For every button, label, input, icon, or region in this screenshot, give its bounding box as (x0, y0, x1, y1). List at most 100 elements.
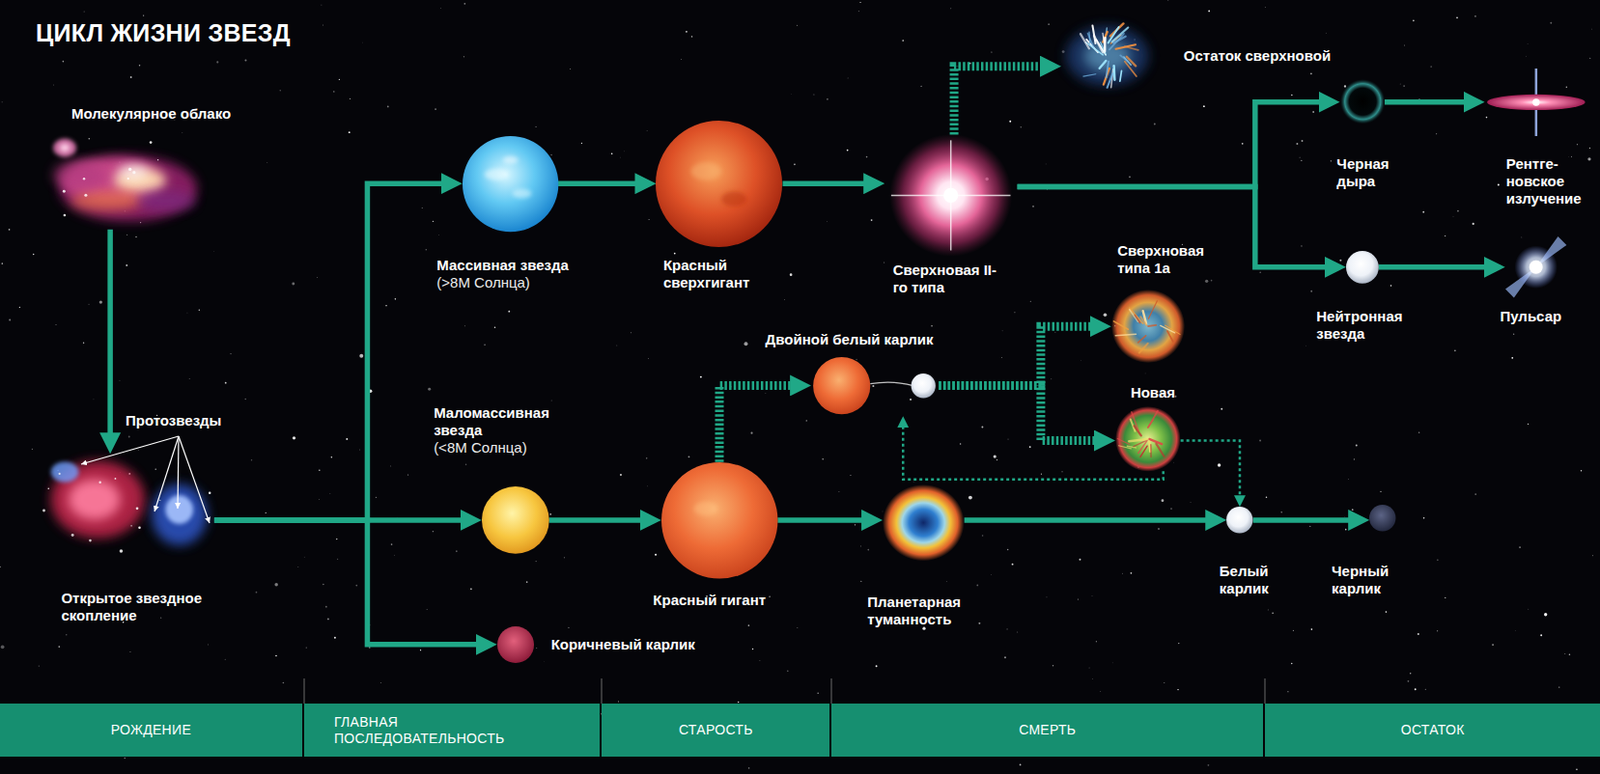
caption: Остаток сверхновой (1183, 47, 1331, 65)
background-star (0, 566, 1, 568)
caption: Новая (1130, 384, 1176, 402)
illustration-part (208, 492, 212, 496)
background-star (244, 58, 247, 61)
illustration-part (1092, 26, 1095, 45)
illustration-part (1117, 438, 1130, 445)
caption: Сверхновая II-го типа (893, 261, 1006, 297)
background-star (976, 585, 979, 588)
background-star (1444, 597, 1446, 599)
background-star (1006, 628, 1009, 631)
background-star (421, 207, 423, 210)
background-star (1409, 673, 1412, 675)
background-star (439, 6, 442, 9)
background-star (1300, 160, 1302, 162)
background-star (1189, 502, 1192, 505)
background-star (0, 262, 3, 265)
object-illustration (655, 120, 783, 248)
background-star (282, 682, 285, 685)
background-star (1001, 330, 1004, 333)
background-star (266, 162, 269, 165)
background-star (1091, 594, 1094, 597)
background-star (455, 551, 457, 553)
background-star (8, 319, 11, 322)
background-star (645, 457, 647, 459)
caption: СМЕРТЬ (831, 703, 1264, 758)
background-star (550, 154, 552, 156)
background-star (1520, 236, 1523, 239)
background-star (1220, 408, 1223, 411)
xray-node: Рентге- новское излучение (1485, 66, 1588, 139)
background-star (188, 378, 191, 381)
background-star (1527, 423, 1529, 425)
object-illustration (462, 136, 559, 232)
background-star (883, 261, 885, 263)
caption: СТАРОСТЬ (601, 703, 830, 758)
background-star (331, 456, 334, 459)
background-star (322, 24, 325, 27)
illustration-part (71, 533, 75, 537)
caption: Открытое звездное скопление (60, 589, 251, 625)
background-star (981, 425, 983, 428)
illustration-part (83, 177, 85, 180)
background-star (470, 588, 473, 590)
background-star (950, 7, 953, 10)
background-star (1301, 140, 1304, 142)
illustration-part (502, 155, 518, 164)
cloud-node: Молекулярное облако (38, 127, 202, 230)
background-star (1403, 44, 1406, 47)
stage-label: СТАРОСТЬ (678, 722, 754, 739)
background-star (1111, 662, 1114, 665)
object-illustration (1340, 79, 1385, 124)
background-star (1291, 94, 1292, 96)
background-star (336, 538, 337, 540)
background-star (123, 757, 126, 760)
background-star (432, 531, 434, 533)
background-star (1019, 764, 1022, 767)
stage-band: РОЖДЕНИЕ (0, 703, 303, 758)
background-star (789, 93, 792, 96)
background-star (425, 249, 427, 251)
background-star (135, 236, 137, 238)
illustration-part (155, 469, 157, 471)
background-star (1425, 689, 1427, 691)
stage-band: СТАРОСТЬ (601, 703, 830, 758)
illustration-part (149, 140, 153, 144)
background-star (688, 455, 691, 458)
caption: Нейтронная звезда (1316, 308, 1419, 343)
background-star (32, 253, 34, 255)
diagram-title: ЦИКЛ ЖИЗНИ ЗВЕЗД (35, 19, 291, 48)
background-star (563, 557, 565, 559)
stage-band: СМЕРТЬ (831, 703, 1264, 758)
background-star (336, 559, 338, 561)
background-star (1543, 613, 1547, 617)
background-star (206, 644, 209, 646)
background-star (265, 512, 267, 514)
background-star (1029, 446, 1032, 449)
background-star (1592, 555, 1595, 558)
background-star (921, 85, 923, 87)
background-star (1217, 463, 1221, 467)
background-star (1575, 769, 1577, 771)
background-star (1474, 493, 1477, 496)
object-illustration (1061, 20, 1153, 92)
background-star (1153, 123, 1156, 126)
background-star (1549, 22, 1552, 25)
illustration-part (137, 191, 197, 212)
illustration-part (1129, 308, 1144, 324)
background-star (465, 464, 468, 467)
background-star (334, 637, 337, 640)
illustration-part (1103, 37, 1107, 51)
nova-node: Новая (1115, 406, 1181, 473)
caption: Черный карлик (1331, 562, 1404, 598)
background-star (1591, 28, 1594, 30)
background-star (1241, 142, 1244, 145)
background-star (1524, 55, 1527, 57)
background-star (909, 398, 912, 401)
background-star (1077, 598, 1079, 600)
background-star (922, 627, 926, 631)
background-star (567, 627, 569, 629)
background-star (1431, 65, 1432, 67)
background-star (1092, 678, 1095, 681)
background-star (1047, 23, 1050, 26)
